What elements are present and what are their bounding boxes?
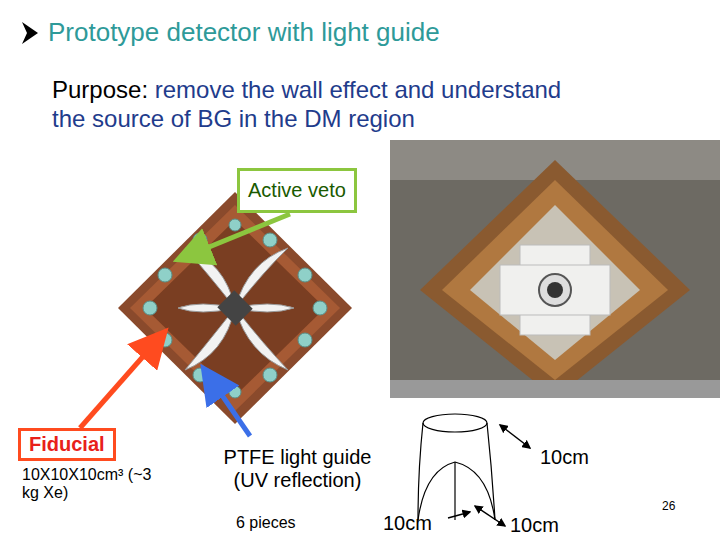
slide-title: Prototype detector with light guide (48, 18, 440, 48)
page-number: 26 (662, 500, 675, 514)
leader-arrow (182, 214, 290, 258)
dimension-arrow (448, 512, 470, 518)
purpose-label: Purpose: (52, 76, 148, 103)
callout-text: Active veto (248, 179, 346, 202)
detector-photo (390, 140, 720, 398)
volume-note: 10X10X10cm³ (~3 kg Xe) (22, 466, 162, 503)
callout-box: Fiducial (18, 428, 116, 461)
dimension-label: 10cm (540, 446, 589, 469)
purpose-text: Purpose: remove the wall effect and unde… (52, 76, 572, 134)
bullet-arrow (22, 22, 38, 44)
dimension-label: 10cm (510, 514, 559, 537)
leader-arrow (206, 372, 250, 436)
callout-text: Fiducial (29, 433, 105, 456)
leader-arrow (80, 335, 162, 428)
part-label: PTFE light guide (UV reflection) (205, 446, 390, 492)
dimension-arrow (500, 425, 530, 448)
callout-box: Active veto (237, 168, 357, 213)
dimension-label: 10cm (383, 512, 432, 535)
detector-render (118, 192, 352, 424)
dimension-arrow (475, 506, 505, 526)
count-note: 6 pieces (236, 514, 296, 532)
light-guide-sketch (418, 414, 495, 520)
